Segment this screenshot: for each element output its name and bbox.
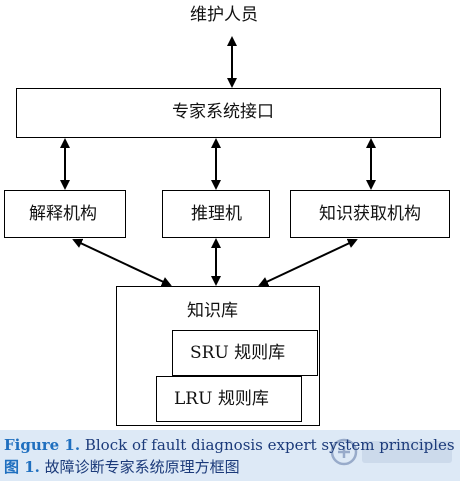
explain-label: 解释机构 [29,204,97,224]
maintainer-label: 维护人员 [190,5,258,25]
explain-box: 解释机构 [4,190,126,238]
sru-rulebase-box: SRU 规则库 [172,330,318,376]
infer-label: 推理机 [191,204,242,224]
infer-box: 推理机 [162,190,270,238]
arrow-explain-kb [72,238,172,287]
caption-zh-text: 故障诊断专家系统原理方框图 [39,458,240,476]
caption-zh: 图 1. 故障诊断专家系统原理方框图 [4,460,240,475]
watermark-logo [330,438,452,466]
knowledge-base-label: 知识库 [187,301,238,321]
lru-rulebase-label: LRU 规则库 [174,389,269,409]
caption-en-prefix: Figure 1. [4,436,81,454]
caption-zh-prefix: 图 1. [4,458,40,476]
caption-en-text: Block of fault diagnosis expert system p… [80,436,455,454]
sru-rulebase-label: SRU 规则库 [190,343,286,363]
caption-en: Figure 1. Block of fault diagnosis exper… [4,438,455,453]
caption-band [0,430,460,481]
acquire-label: 知识获取机构 [319,204,421,224]
arrow-acquire-kb [258,238,358,287]
interface-label: 专家系统接口 [172,102,274,122]
interface-box: 专家系统接口 [16,88,441,138]
lru-rulebase-box: LRU 规则库 [156,376,302,422]
acquire-box: 知识获取机构 [290,190,450,238]
